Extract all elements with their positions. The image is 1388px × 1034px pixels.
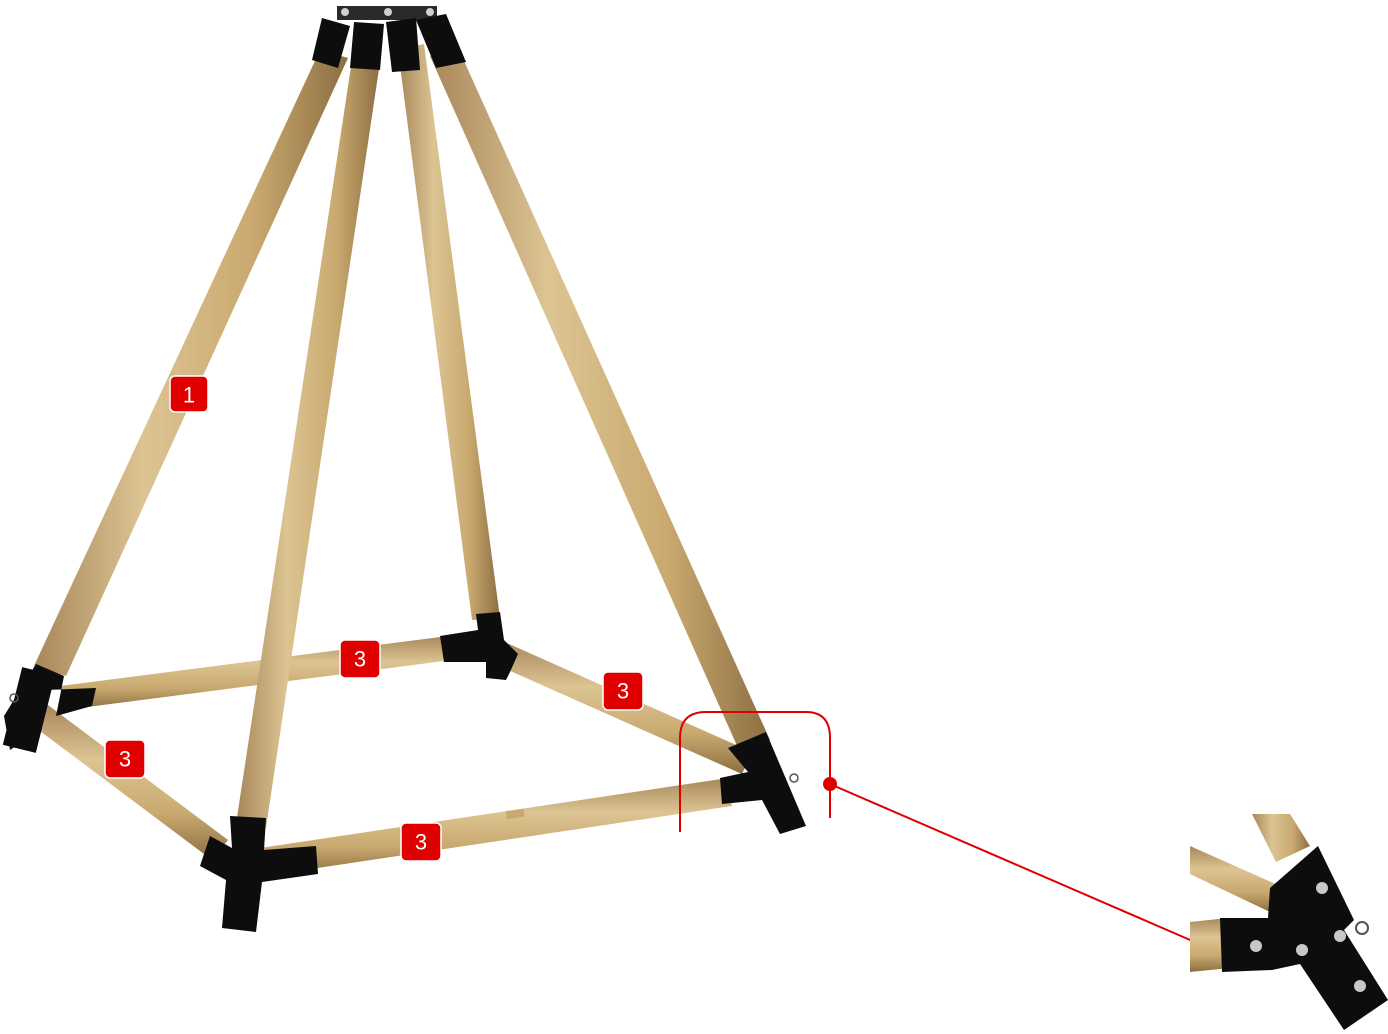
bolt-icon [1316, 882, 1328, 894]
leg-top-caps [312, 14, 466, 72]
detail-callout [679, 711, 1204, 946]
corner-detail-zoom [1190, 814, 1388, 1030]
bolt-icon [1334, 930, 1346, 942]
part-badge-leg-text: 1 [183, 383, 195, 408]
wooden-leg-front-right-corner [430, 52, 770, 748]
bolt-icon [1250, 940, 1262, 952]
bolt-icon [1354, 980, 1366, 992]
part-badge-leg: 1 [169, 375, 209, 413]
eyelet-icon [1355, 921, 1369, 935]
part-badge-front-rail-text: 3 [415, 830, 427, 855]
wooden-leg-front-left-corner [34, 50, 348, 676]
part-badge-back-rail-text: 3 [354, 647, 366, 672]
part-badge-front-left-rail: 3 [104, 739, 146, 779]
wooden-rail-front [260, 778, 732, 876]
black-corner-connector-right [720, 732, 806, 834]
wooden-leg-back-right-corner [398, 44, 500, 620]
part-badge-right-rail: 3 [602, 671, 644, 711]
black-corner-connector-back [440, 612, 518, 680]
black-corner-connector-left [2, 664, 96, 753]
wooden-leg-front-corner [236, 60, 380, 828]
part-badge-front-rail: 3 [400, 822, 442, 862]
part-badge-right-rail-text: 3 [617, 679, 629, 704]
black-corner-connector-front [200, 816, 318, 932]
wooden-rail-front-left [32, 705, 228, 860]
top-hub-bracket [337, 6, 437, 20]
part-badge-front-left-rail-text: 3 [119, 747, 131, 772]
callout-arrow [829, 783, 1204, 946]
bolt-icon [1296, 944, 1308, 956]
part-badge-back-rail: 3 [339, 639, 381, 679]
